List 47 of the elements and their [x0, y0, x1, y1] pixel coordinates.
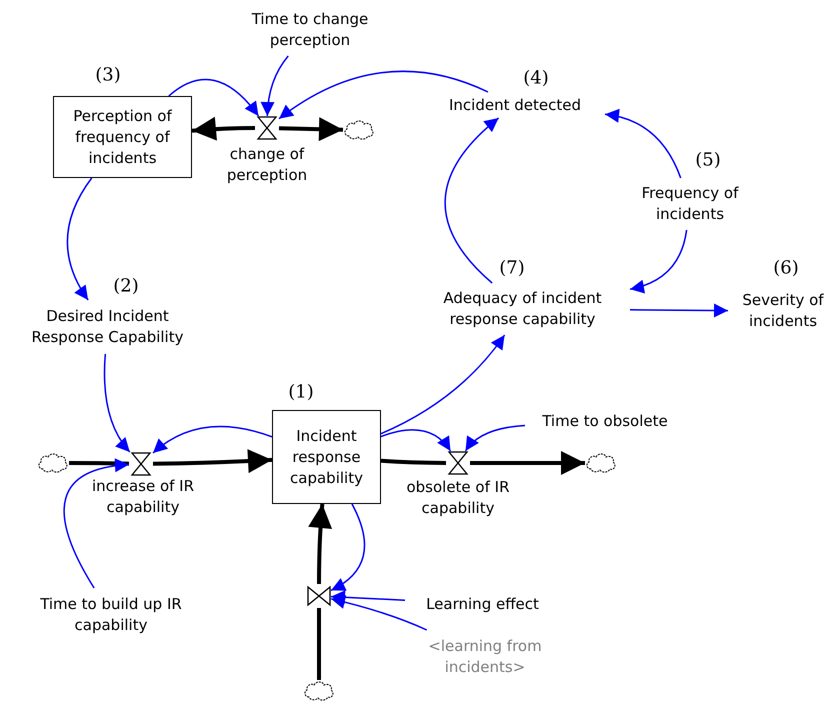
arrow	[444, 117, 500, 284]
arrow	[330, 504, 366, 592]
number-label: (5)	[695, 150, 721, 170]
variable-label: Learning effect	[425, 594, 540, 614]
arrow	[63, 459, 130, 588]
arrow	[104, 354, 130, 452]
arrow	[330, 595, 428, 631]
stock-box: Incident response capability	[272, 410, 381, 504]
variable-label: Desired Incident Response Capability	[30, 306, 184, 348]
arrow	[464, 424, 526, 452]
arrow	[278, 70, 488, 120]
flow-pipe	[317, 608, 321, 680]
arrow	[630, 303, 728, 318]
flow-pipe-arrow	[192, 116, 255, 141]
arrow	[168, 78, 260, 116]
arrow	[380, 334, 506, 434]
variable-label: Severity of incidents	[741, 290, 825, 332]
flow-label: increase of IR capability	[90, 476, 196, 518]
number-label: (4)	[523, 68, 549, 88]
number-label: (6)	[773, 258, 799, 278]
number-label: (3)	[95, 64, 121, 86]
flow-pipe-arrow	[152, 449, 272, 474]
variable-label: Frequency of incidents	[640, 183, 740, 225]
number-label: (2)	[113, 276, 139, 296]
arrow	[152, 426, 272, 454]
flow-label: change of perception	[226, 144, 308, 186]
flow-pipe-arrow	[470, 451, 585, 475]
number-label: (7)	[499, 258, 525, 278]
variable-label: Adequacy of incident response capability	[442, 288, 603, 330]
variable-label: Incident detected	[448, 94, 582, 116]
variable-label: Time to obsolete	[541, 410, 669, 432]
flow-pipe	[380, 458, 446, 465]
variable-label: Time to change perception	[250, 9, 370, 51]
arrow	[66, 178, 92, 300]
arrow	[380, 429, 452, 452]
arrow	[604, 109, 682, 178]
number-label: (1)	[288, 382, 314, 402]
variable-label: Time to build up IR capability	[39, 594, 183, 636]
stock-box: Perception of frequency of incidents	[53, 96, 192, 178]
arrow	[630, 230, 688, 293]
flow-pipe-arrow	[308, 504, 332, 584]
flow-label: obsolete of IR capability	[405, 477, 511, 519]
variable-label: <learning from incidents>	[427, 636, 543, 678]
flow-pipe-arrow	[278, 117, 344, 142]
arrow	[260, 56, 289, 116]
arrow	[330, 590, 406, 604]
flow-pipe	[69, 461, 130, 466]
